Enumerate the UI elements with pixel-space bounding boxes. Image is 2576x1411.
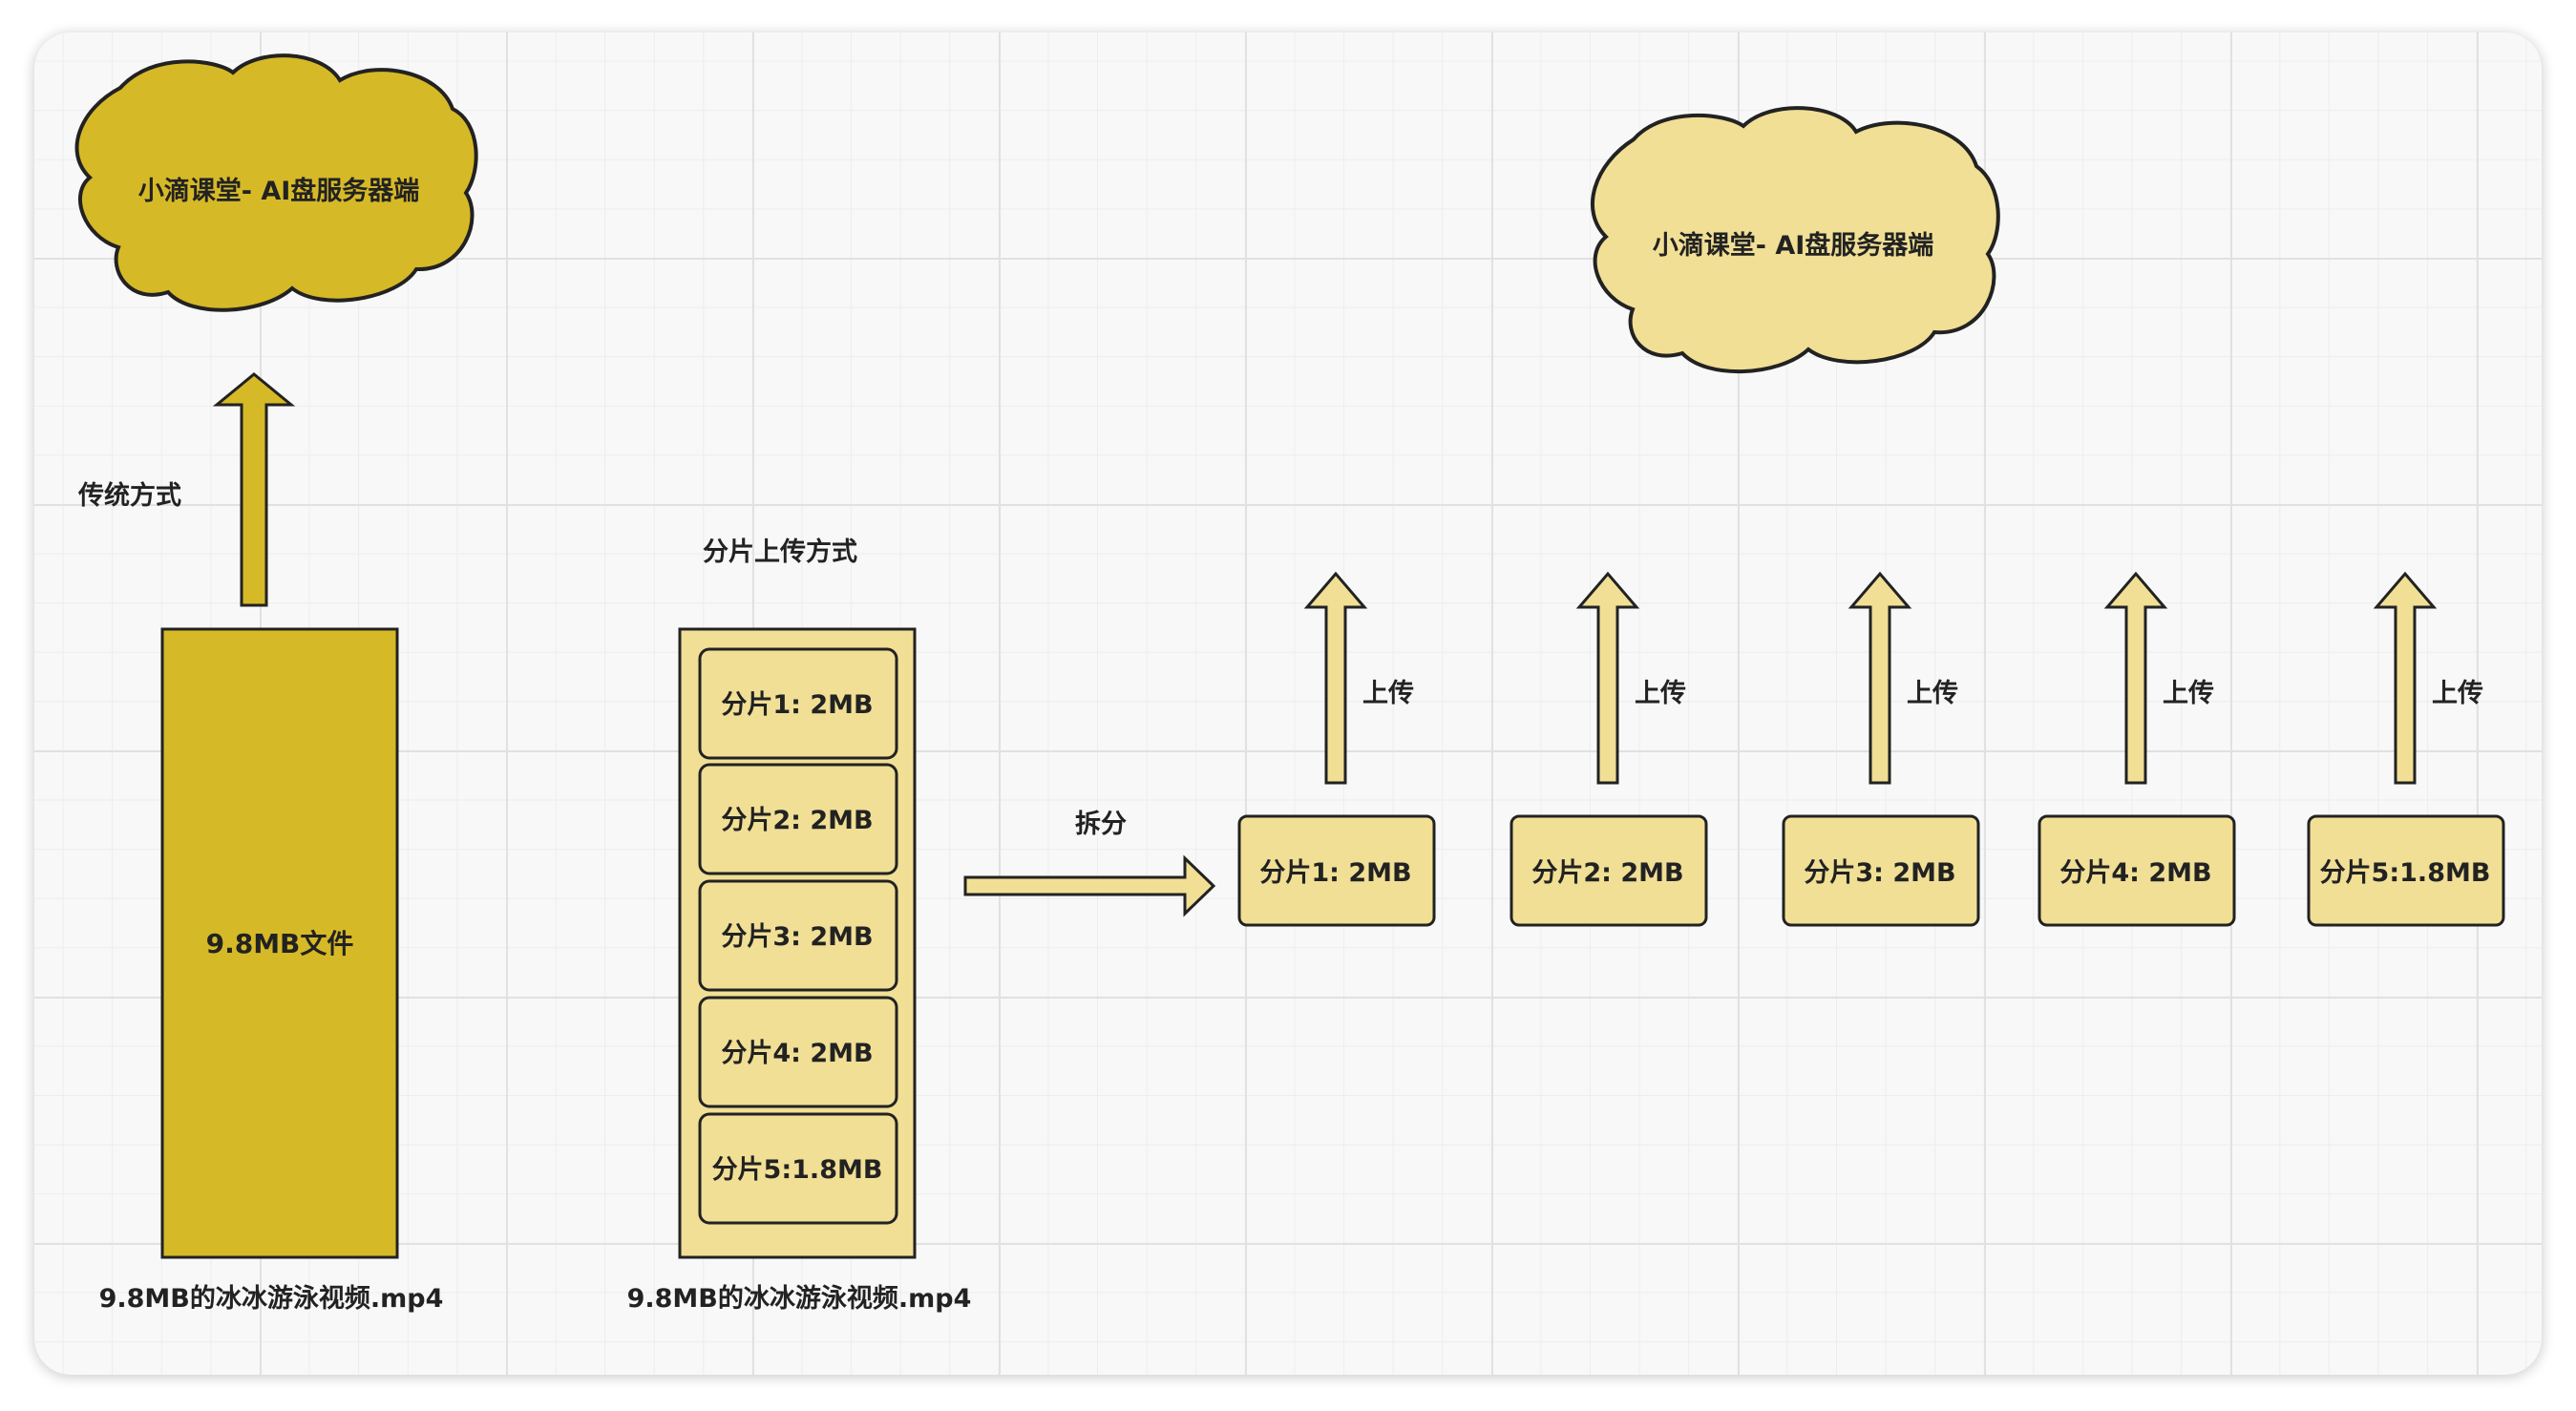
stacked-chunk-label: 分片3: 2MB <box>721 922 873 952</box>
upload-label-3: 上传 <box>1907 679 1958 708</box>
split-chunk-4[interactable]: 分片4: 2MB <box>2038 814 2236 927</box>
split-arrow <box>963 854 1216 917</box>
stacked-chunk-box <box>698 879 898 992</box>
split-chunk-1[interactable]: 分片1: 2MB <box>1237 814 1436 927</box>
traditional-server-label: 小滴课堂- AI盘服务器端 <box>138 176 420 206</box>
chunk-stack: 分片1: 2MB 分片2: 2MB 分片3: 2MB 分片4: 2MB 分片5:1.8M… <box>698 647 898 1225</box>
stacked-chunk-3[interactable]: 分片3: 2MB <box>698 879 898 992</box>
split-chunk-label: 分片4: 2MB <box>2059 858 2211 888</box>
stacked-chunk-5[interactable]: 分片5:1.8MB <box>698 1112 898 1225</box>
traditional-file-block[interactable] <box>160 627 399 1259</box>
traditional-method-label: 传统方式 <box>77 480 181 511</box>
traditional-file-label: 9.8MB文件 <box>206 928 354 959</box>
split-chunk-box <box>1510 814 1708 927</box>
split-chunk-label: 分片5:1.8MB <box>2320 858 2491 888</box>
stacked-chunk-box <box>698 763 898 875</box>
stacked-chunk-1[interactable]: 分片1: 2MB <box>698 647 898 760</box>
stacked-chunk-2[interactable]: 分片2: 2MB <box>698 763 898 875</box>
diagram-svg: 小滴课堂- AI盘服务器端 传统方式 9.8MB文件 9.8MB的冰冰游泳视频.… <box>74 53 2505 1314</box>
stacked-chunk-label: 分片1: 2MB <box>721 690 873 720</box>
upload-arrow-4 <box>2103 571 2168 785</box>
split-chunk-label: 分片3: 2MB <box>1804 858 1955 888</box>
upload-label-1: 上传 <box>1362 679 1414 708</box>
upload-arrow-2 <box>1575 571 1640 785</box>
split-chunk-box <box>2307 814 2505 927</box>
split-chunk-label: 分片2: 2MB <box>1531 858 1683 888</box>
traditional-caption: 9.8MB的冰冰游泳视频.mp4 <box>99 1283 444 1314</box>
split-chunk-5[interactable]: 分片5:1.8MB <box>2307 814 2505 927</box>
diagram-canvas: 小滴课堂- AI盘服务器端 传统方式 9.8MB文件 9.8MB的冰冰游泳视频.… <box>34 32 2542 1375</box>
chunked-server-cloud[interactable]: 小滴课堂- AI盘服务器端 <box>1590 106 2000 374</box>
stacked-chunk-box <box>698 996 898 1108</box>
stacked-chunk-label: 分片4: 2MB <box>721 1039 873 1068</box>
stacked-chunk-4[interactable]: 分片4: 2MB <box>698 996 898 1108</box>
cloud-shape <box>1590 106 2000 374</box>
split-label: 拆分 <box>1075 810 1127 839</box>
cloud-shape <box>74 53 478 312</box>
upload-arrow-5 <box>2373 571 2438 785</box>
traditional-upload-arrow <box>212 372 296 607</box>
stacked-chunk-label: 分片5:1.8MB <box>712 1155 883 1185</box>
traditional-server-cloud[interactable]: 小滴课堂- AI盘服务器端 <box>74 53 478 312</box>
split-chunk-3[interactable]: 分片3: 2MB <box>1782 814 1980 927</box>
split-chunk-box <box>1782 814 1980 927</box>
chunked-server-label: 小滴课堂- AI盘服务器端 <box>1653 230 1934 261</box>
split-chunk-box <box>1237 814 1436 927</box>
split-chunk-box <box>2038 814 2236 927</box>
upload-arrow-3 <box>1848 571 1912 785</box>
upload-label-4: 上传 <box>2163 679 2214 708</box>
upload-label-5: 上传 <box>2432 679 2483 708</box>
stacked-chunk-box <box>698 1112 898 1225</box>
upload-label-2: 上传 <box>1635 679 1686 708</box>
stacked-chunk-box <box>698 647 898 760</box>
stacked-chunk-label: 分片2: 2MB <box>721 806 873 835</box>
chunked-method-label: 分片上传方式 <box>703 537 857 567</box>
split-chunk-2[interactable]: 分片2: 2MB <box>1510 814 1708 927</box>
chunked-caption: 9.8MB的冰冰游泳视频.mp4 <box>627 1283 972 1314</box>
upload-arrow-1 <box>1303 571 1368 785</box>
split-chunk-label: 分片1: 2MB <box>1259 858 1411 888</box>
